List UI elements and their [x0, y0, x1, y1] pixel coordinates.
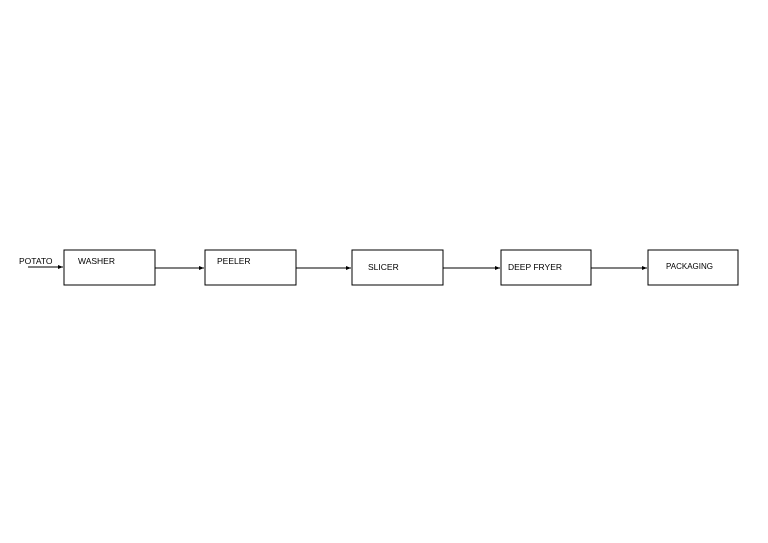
stage-label-peeler: PEELER	[217, 256, 251, 266]
input-label-potato: POTATO	[19, 256, 53, 266]
stage-box-peeler	[204, 249, 297, 286]
stage-label-washer: WASHER	[78, 256, 115, 266]
stage-box-slicer	[351, 249, 444, 286]
stage-label-deep-fryer: DEEP FRYER	[508, 262, 562, 272]
stage-label-slicer: SLICER	[368, 262, 399, 272]
stage-box-packaging	[647, 249, 739, 286]
stage-box-deep-fryer	[500, 249, 592, 286]
stage-label-packaging: PACKAGING	[666, 262, 713, 271]
